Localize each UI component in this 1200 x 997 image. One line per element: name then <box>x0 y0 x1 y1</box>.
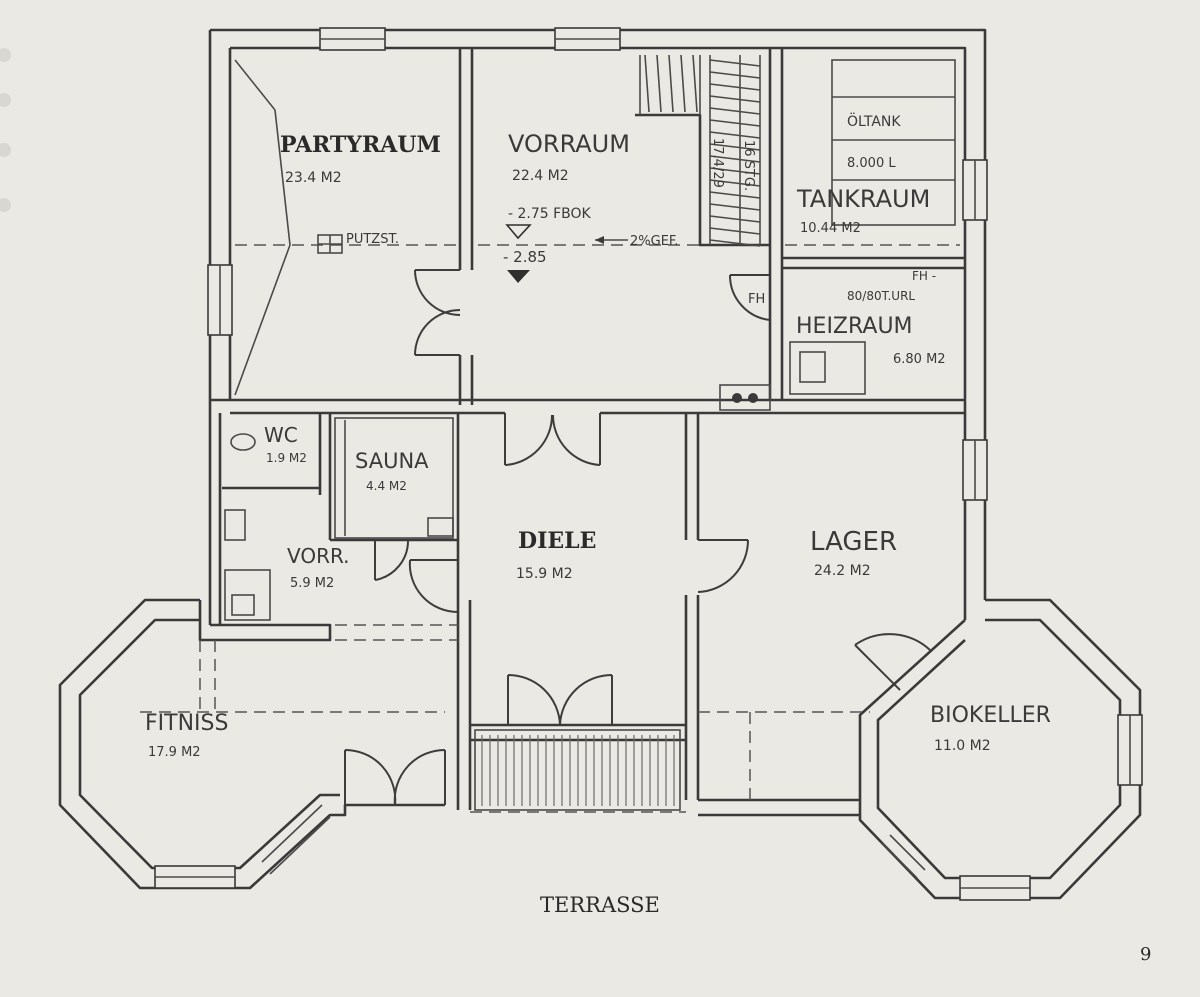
biokeller-bay <box>858 598 1143 901</box>
door-size-label: 80/80T.URL <box>847 289 915 303</box>
room-area-biokeller: 11.0 M2 <box>934 738 991 754</box>
room-name-vorr: VORR. <box>287 544 350 568</box>
stair-step <box>709 155 761 163</box>
stairs-count: 16 STG. <box>741 140 756 191</box>
stair-step <box>692 54 698 113</box>
room-name-lager: LAGER <box>810 527 897 557</box>
putzst-label: PUTZST. <box>346 232 399 247</box>
stair-step <box>709 71 761 79</box>
level-low: - 2.85 <box>503 248 547 266</box>
terrace-label: TERRASSE <box>540 893 660 917</box>
outer-walls <box>207 27 988 625</box>
room-area-fitniss: 17.9 M2 <box>148 745 201 760</box>
room-area-heizraum: 6.80 M2 <box>893 352 946 367</box>
room-area-sauna: 4.4 M2 <box>366 479 407 493</box>
stair-step <box>680 54 686 113</box>
stair-step <box>709 83 761 91</box>
stair-step <box>709 239 761 247</box>
level-fbok: - 2.75 FBOK <box>508 206 592 222</box>
stair-step <box>709 59 761 67</box>
stair-step <box>709 227 761 235</box>
room-area-diele: 15.9 M2 <box>516 566 573 582</box>
stair-step <box>709 131 761 139</box>
room-name-diele: DIELE <box>518 528 596 554</box>
stair-step <box>709 143 761 151</box>
binder-holes <box>0 48 11 212</box>
stair-step <box>709 119 761 127</box>
room-area-vorraum: 22.4 M2 <box>512 168 569 184</box>
stair-step <box>709 95 761 103</box>
fh-door-label: FH - <box>912 269 936 283</box>
stair-step <box>644 54 650 113</box>
stairs-dims: 17.4/29 <box>710 138 725 188</box>
stair-step <box>709 167 761 175</box>
oltank-volume: 8.000 L <box>847 156 896 171</box>
room-area-wc: 1.9 M2 <box>266 451 307 465</box>
room-area-vorr: 5.9 M2 <box>290 576 334 591</box>
room-area-tankraum: 10.44 M2 <box>800 221 861 236</box>
terrace-grating <box>481 735 675 806</box>
interior-walls <box>198 48 965 810</box>
room-name-vorraum: VORRAUM <box>508 130 630 158</box>
oltank-label: ÖLTANK <box>847 112 901 130</box>
room-name-heizraum: HEIZRAUM <box>796 314 913 339</box>
staircase <box>639 54 761 247</box>
room-labels: PARTYRAUM 23.4 M2 VORRAUM 22.4 M2 TANKRA… <box>145 130 1051 760</box>
room-name-partyraum: PARTYRAUM <box>280 132 441 158</box>
fixtures <box>224 59 960 621</box>
room-name-tankraum: TANKRAUM <box>796 185 930 213</box>
stair-step <box>656 54 662 113</box>
room-area-lager: 24.2 M2 <box>814 563 871 579</box>
stair-step <box>668 54 674 113</box>
fitniss-bay <box>58 598 445 890</box>
room-name-sauna: SAUNA <box>355 449 429 473</box>
room-name-wc: WC <box>264 423 298 447</box>
room-name-fitniss: FITNISS <box>145 711 228 736</box>
page-number: 9 <box>1140 944 1151 965</box>
stair-step <box>709 215 761 223</box>
slope-label: 2%GEF. <box>630 234 678 249</box>
stair-step <box>709 107 761 115</box>
stair-step <box>709 191 761 199</box>
room-name-biokeller: BIOKELLER <box>930 703 1051 728</box>
room-area-partyraum: 23.4 M2 <box>285 170 342 186</box>
fh-label: FH <box>748 292 765 307</box>
stair-step <box>709 179 761 187</box>
annotations: ÖLTANK 8.000 L PUTZST. - 2.75 FBOK - 2.8… <box>346 112 1151 965</box>
doors <box>344 269 931 806</box>
stair-step <box>709 203 761 211</box>
